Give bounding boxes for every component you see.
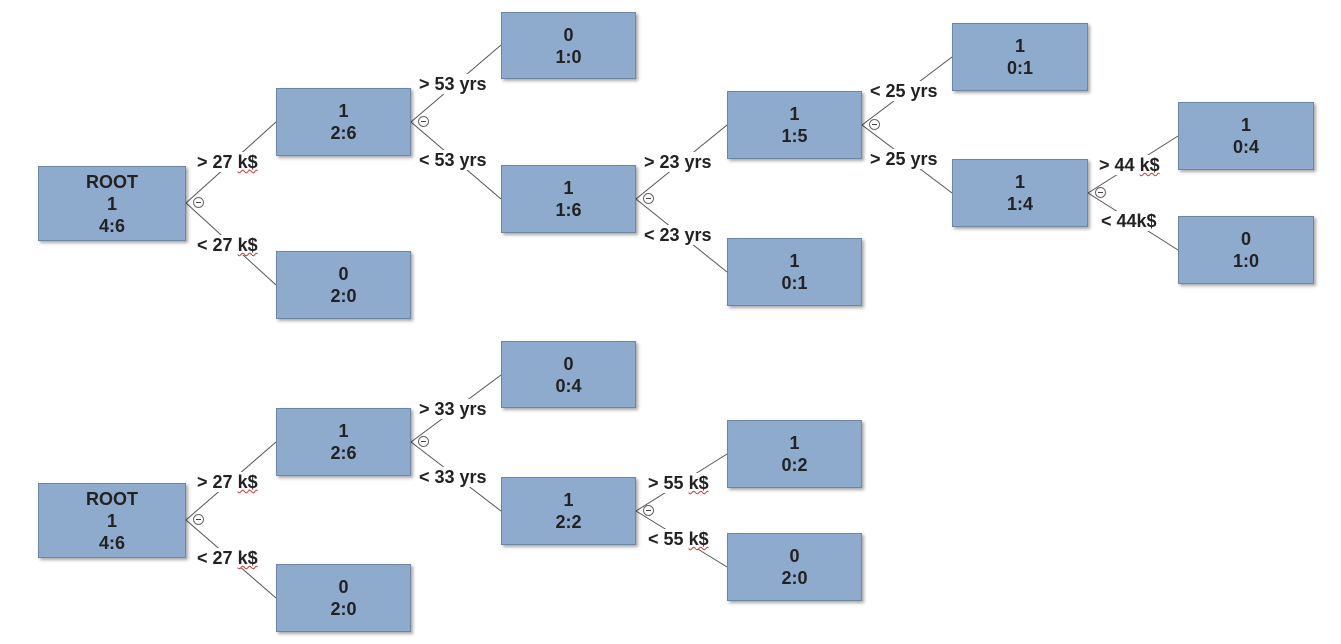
- node-class: 0: [789, 546, 800, 566]
- edge-label-gt-27k: > 27 k$: [196, 472, 259, 492]
- node-class: 0: [563, 24, 574, 45]
- edge-label-lt-23yrs: < 23 yrs: [643, 225, 713, 245]
- minus-circle-icon[interactable]: [643, 193, 654, 204]
- node-class: 1: [338, 421, 349, 441]
- node-count: 2:0: [330, 286, 357, 306]
- node-class: 1: [106, 510, 117, 531]
- node-count: 1:6: [555, 200, 582, 220]
- node-count: 1:5: [781, 126, 808, 146]
- minus-circle-icon[interactable]: [869, 119, 880, 130]
- tree1-young-split-node[interactable]: 1 1:6: [501, 165, 636, 233]
- node-count: 0:4: [1232, 137, 1259, 157]
- node-count: 2:0: [330, 599, 357, 619]
- node-class: 1: [789, 104, 800, 124]
- minus-circle-icon[interactable]: [418, 116, 429, 127]
- tree2-young-split-node[interactable]: 1 2:2: [501, 477, 636, 545]
- tree1-age25-leaf-node[interactable]: 1 0:1: [952, 23, 1088, 91]
- node-count: 0:1: [1006, 58, 1033, 78]
- node-count: 0:2: [781, 455, 808, 475]
- edge-label-gt-33yrs: > 33 yrs: [418, 399, 488, 419]
- tree1-low-income-leaf-node[interactable]: 0 2:0: [276, 251, 411, 319]
- tree2-income55-high-leaf-node[interactable]: 1 0:2: [727, 420, 862, 488]
- tree1-old-leaf-node[interactable]: 0 1:0: [501, 12, 636, 79]
- tree1-income44-low-leaf-node[interactable]: 0 1:0: [1178, 216, 1314, 284]
- tree1-age23-leaf-node[interactable]: 1 0:1: [727, 238, 862, 306]
- node-count: 4:6: [98, 215, 125, 236]
- node-class: 1: [563, 490, 574, 510]
- tree1-income44-high-leaf-node[interactable]: 1 0:4: [1178, 102, 1314, 170]
- tree1-root-node[interactable]: ROOT 1 4:6: [38, 166, 186, 241]
- node-class: 0: [1240, 229, 1251, 249]
- node-class: 1: [338, 101, 349, 121]
- node-count: 1:0: [555, 46, 582, 67]
- node-count: 1:0: [1232, 251, 1259, 271]
- node-count: 4:6: [98, 532, 125, 553]
- node-class: 1: [789, 433, 800, 453]
- node-count: 2:6: [330, 123, 357, 143]
- node-count: 1:4: [1006, 194, 1033, 214]
- edge-label-gt-55k: > 55 k$: [647, 473, 710, 493]
- tree1-age23-split-node[interactable]: 1 1:5: [727, 91, 862, 159]
- node-class: 1: [1240, 115, 1251, 135]
- edge-label-gt-53yrs: > 53 yrs: [418, 74, 488, 94]
- tree1-age-split-node[interactable]: 1 2:6: [276, 88, 411, 156]
- edge-label-lt-55k: < 55 k$: [647, 529, 710, 549]
- node-count: 0:4: [555, 375, 582, 396]
- node-class: 1: [789, 251, 800, 271]
- tree1-income44-split-node[interactable]: 1 1:4: [952, 159, 1088, 227]
- edge-label-lt-25yrs: < 25 yrs: [869, 81, 939, 101]
- edge-label-lt-44k: < 44k$: [1100, 211, 1158, 231]
- tree2-income55-low-leaf-node[interactable]: 0 2:0: [727, 533, 862, 601]
- node-label: ROOT: [86, 488, 138, 509]
- node-count: 2:6: [330, 443, 357, 463]
- tree2-old-leaf-node[interactable]: 0 0:4: [501, 341, 636, 408]
- minus-circle-icon[interactable]: [193, 514, 204, 525]
- minus-circle-icon[interactable]: [1095, 187, 1106, 198]
- node-class: 1: [1014, 36, 1025, 56]
- node-class: 1: [563, 178, 574, 198]
- edge-label-gt-27k: > 27 k$: [196, 152, 259, 172]
- edge-label-lt-53yrs: < 53 yrs: [418, 150, 488, 170]
- node-label: ROOT: [86, 171, 138, 192]
- node-class: 0: [338, 264, 349, 284]
- edge-label-lt-27k: < 27 k$: [196, 548, 259, 568]
- edge-label-lt-33yrs: < 33 yrs: [418, 467, 488, 487]
- node-count: 2:2: [555, 512, 582, 532]
- edge-label-gt-25yrs: > 25 yrs: [869, 149, 939, 169]
- edge-label-gt-23yrs: > 23 yrs: [643, 152, 713, 172]
- edge-label-lt-27k: < 27 k$: [196, 235, 259, 255]
- tree2-age-split-node[interactable]: 1 2:6: [276, 408, 411, 476]
- minus-circle-icon[interactable]: [193, 197, 204, 208]
- tree2-low-income-leaf-node[interactable]: 0 2:0: [276, 564, 411, 632]
- node-class: 0: [563, 353, 574, 374]
- node-count: 0:1: [781, 273, 808, 293]
- tree2-root-node[interactable]: ROOT 1 4:6: [38, 483, 186, 558]
- node-class: 1: [1014, 172, 1025, 192]
- edge-label-gt-44k: > 44 k$: [1098, 155, 1161, 175]
- node-class: 0: [338, 577, 349, 597]
- minus-circle-icon[interactable]: [418, 436, 429, 447]
- node-class: 1: [106, 193, 117, 214]
- minus-circle-icon[interactable]: [643, 505, 654, 516]
- node-count: 2:0: [781, 568, 808, 588]
